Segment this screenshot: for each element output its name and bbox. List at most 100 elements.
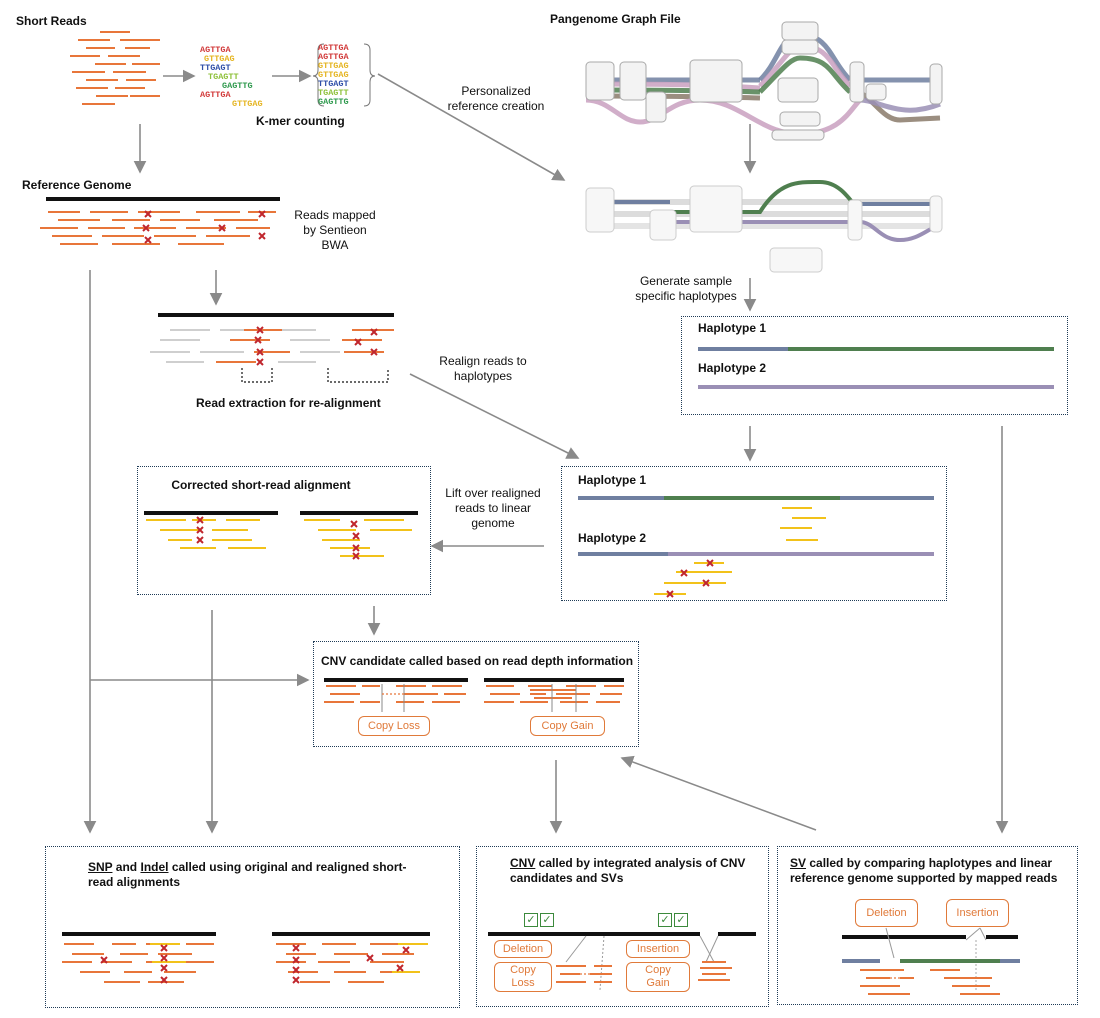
kmer-sequence: AGTTGA	[318, 43, 349, 53]
mismatch-mark	[706, 559, 714, 567]
mismatch-mark	[196, 516, 204, 524]
short-reads-title: Short Reads	[16, 14, 87, 28]
cnv-candidate-title: CNV candidate called based on read depth…	[321, 654, 634, 668]
cnv-insertion-pill: Insertion	[626, 940, 690, 958]
mismatch-mark	[160, 944, 168, 952]
kmer-sequence: GTTGAG	[318, 70, 349, 80]
mismatch-mark	[292, 976, 300, 984]
cnv-box	[476, 846, 769, 1007]
mismatch-mark	[292, 956, 300, 964]
kmer-counting-label: K-mer counting	[256, 114, 345, 128]
cnv-guide	[565, 935, 587, 963]
mismatch-mark	[142, 224, 150, 232]
extraction-bracket	[327, 368, 389, 383]
personalized-reference-label: Personalized reference creation	[447, 84, 545, 113]
generate-haplotypes-label: Generate sample specific haplotypes	[635, 274, 737, 303]
graph-node	[777, 77, 819, 103]
sv-title: SV called by comparing haplotypes and li…	[790, 856, 1066, 886]
mismatch-mark	[258, 210, 266, 218]
realigned-haplotypes-box	[561, 466, 947, 601]
brace	[312, 43, 325, 107]
graph-node	[585, 187, 615, 233]
cnv-word: CNV	[510, 856, 536, 870]
check-icon: ✓	[658, 913, 672, 927]
mismatch-mark	[196, 526, 204, 534]
cnv-copy-loss-pill: Copy Loss	[494, 962, 552, 992]
snp-indel-box	[45, 846, 460, 1008]
haplotype-path	[670, 179, 862, 214]
mismatch-mark	[256, 326, 264, 334]
check-icon: ✓	[674, 913, 688, 927]
cnv-deletion-pill: Deletion	[494, 940, 552, 958]
snp-rest: called using original and realigned shor…	[88, 860, 407, 889]
kmer-sequence: TGAGTT	[208, 72, 239, 82]
read-extraction-label: Read extraction for re-alignment	[196, 396, 381, 410]
kmer-sequence: AGTTGA	[200, 90, 231, 100]
reads-mapped-label: Reads mapped by Sentieon BWA	[294, 208, 376, 252]
kmer-sequence: GTTGAG	[204, 54, 235, 64]
and-word: and	[112, 860, 141, 874]
sv-word: SV	[790, 856, 807, 870]
sv-guide	[979, 927, 987, 941]
mismatch-mark	[100, 956, 108, 964]
graph-node	[649, 209, 677, 241]
sv-rest: called by comparing haplotypes and linea…	[790, 856, 1058, 885]
sv-insertion-pill: Insertion	[946, 899, 1009, 927]
lift-over-label: Lift over realigned reads to linear geno…	[445, 486, 541, 530]
mid-haplotype-1-label: Haplotype 1	[578, 473, 647, 487]
kmer-sequence: GTTGAG	[318, 61, 349, 71]
graph-node	[849, 61, 865, 103]
haplotype-1-label: Haplotype 1	[698, 321, 767, 335]
mismatch-mark	[258, 232, 266, 240]
mismatch-mark	[160, 976, 168, 984]
graph-path	[758, 55, 852, 94]
mismatch-mark	[256, 358, 264, 366]
mismatch-mark	[702, 579, 710, 587]
snp-indel-title: SNP and Indel called using original and …	[88, 860, 418, 890]
mismatch-mark	[666, 590, 674, 598]
mismatch-mark	[352, 532, 360, 540]
graph-node	[781, 39, 819, 55]
graph-node	[645, 91, 667, 123]
corrected-alignment-title: Corrected short-read alignment	[171, 478, 351, 492]
extraction-bracket	[241, 368, 273, 383]
copy-loss-pill: Copy Loss	[358, 716, 430, 736]
sv-box	[777, 846, 1078, 1005]
graph-node	[619, 61, 647, 101]
snp-word: SNP	[88, 860, 113, 874]
cnv-candidate-box	[313, 641, 639, 747]
kmer-sequence: GAGTTG	[318, 97, 349, 107]
pangenome-graph-title: Pangenome Graph File	[550, 12, 681, 26]
mismatch-mark	[218, 224, 226, 232]
cnv-guide	[699, 935, 715, 963]
cnv-rest: called by integrated analysis of CNV can…	[510, 856, 746, 885]
mismatch-mark	[350, 520, 358, 528]
brace	[363, 43, 376, 107]
mismatch-mark	[160, 954, 168, 962]
graph-node	[689, 59, 743, 103]
flow-arrow	[620, 755, 817, 831]
sv-guide	[965, 927, 981, 941]
mismatch-mark	[292, 966, 300, 974]
flow-arrow	[377, 73, 566, 181]
sv-deletion-pill: Deletion	[855, 899, 918, 927]
mismatch-mark	[144, 210, 152, 218]
mismatch-mark	[352, 544, 360, 552]
mismatch-mark	[254, 336, 262, 344]
graph-path	[585, 97, 701, 125]
flow-arrow	[409, 373, 580, 459]
check-icon: ✓	[540, 913, 554, 927]
graph-node	[689, 185, 743, 233]
mismatch-mark	[354, 338, 362, 346]
mismatch-mark	[396, 964, 404, 972]
cnv-guide	[705, 935, 719, 963]
kmer-sequence: TTGAGT	[318, 79, 349, 89]
graph-node	[769, 247, 823, 273]
check-icon: ✓	[524, 913, 538, 927]
mismatch-mark	[370, 348, 378, 356]
graph-node	[771, 129, 825, 141]
graph-node	[929, 63, 943, 105]
kmer-sequence: AGTTGA	[200, 45, 231, 55]
kmer-sequence: AGTTGA	[318, 52, 349, 62]
